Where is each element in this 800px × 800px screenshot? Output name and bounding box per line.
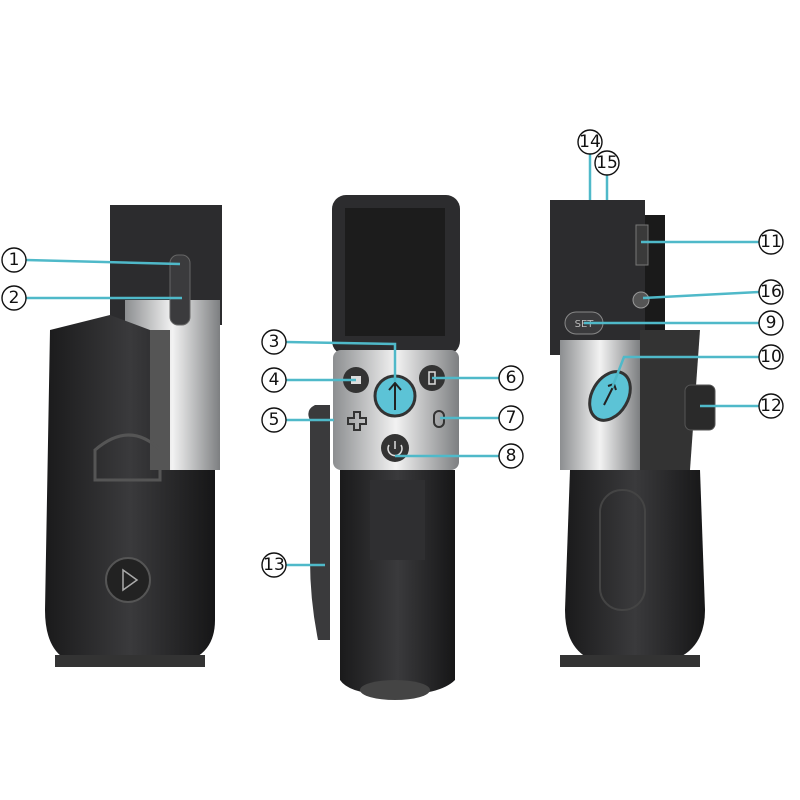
svg-text:15: 15 [596, 153, 618, 173]
dial-switch[interactable] [684, 384, 716, 431]
callout-12: 12 [758, 393, 784, 419]
svg-text:3: 3 [269, 332, 280, 352]
callout-15: 15 [594, 150, 620, 176]
callout-6: 6 [498, 365, 524, 391]
svg-text:SET: SET [575, 319, 595, 330]
svg-text:16: 16 [760, 282, 782, 302]
svg-text:1: 1 [9, 250, 20, 270]
callout-14: 14 [577, 129, 603, 155]
leader-lines [25, 154, 760, 567]
svg-text:10: 10 [760, 347, 782, 367]
svg-text:13: 13 [263, 555, 285, 575]
arrow-up-icon [388, 381, 402, 410]
callout-7: 7 [498, 405, 524, 431]
svg-text:2: 2 [9, 288, 20, 308]
svg-text:9: 9 [766, 313, 777, 333]
callout-11: 11 [758, 229, 784, 255]
display-screen [345, 208, 445, 336]
svg-text:5: 5 [269, 410, 280, 430]
callout-8: 8 [498, 443, 524, 469]
dpad-icon[interactable] [347, 411, 367, 431]
device-left-view [45, 205, 222, 667]
callout-4: 4 [261, 367, 287, 393]
callout-13: 13 [261, 552, 287, 578]
callout-16: 16 [758, 279, 784, 305]
callout-3: 3 [261, 329, 287, 355]
svg-text:6: 6 [506, 368, 517, 388]
callout-2: 2 [1, 285, 27, 311]
svg-text:8: 8 [506, 446, 517, 466]
callout-5: 5 [261, 407, 287, 433]
device-front-view [308, 195, 460, 700]
svg-text:4: 4 [269, 370, 280, 390]
svg-text:12: 12 [760, 396, 782, 416]
callout-10: 10 [758, 344, 784, 370]
svg-text:11: 11 [760, 232, 782, 252]
device-right-view: SET [550, 200, 716, 667]
record-button[interactable] [581, 364, 638, 427]
svg-text:14: 14 [579, 132, 601, 152]
svg-text:7: 7 [506, 408, 517, 428]
callout-1: 1 [1, 247, 27, 273]
callout-9: 9 [758, 310, 784, 336]
